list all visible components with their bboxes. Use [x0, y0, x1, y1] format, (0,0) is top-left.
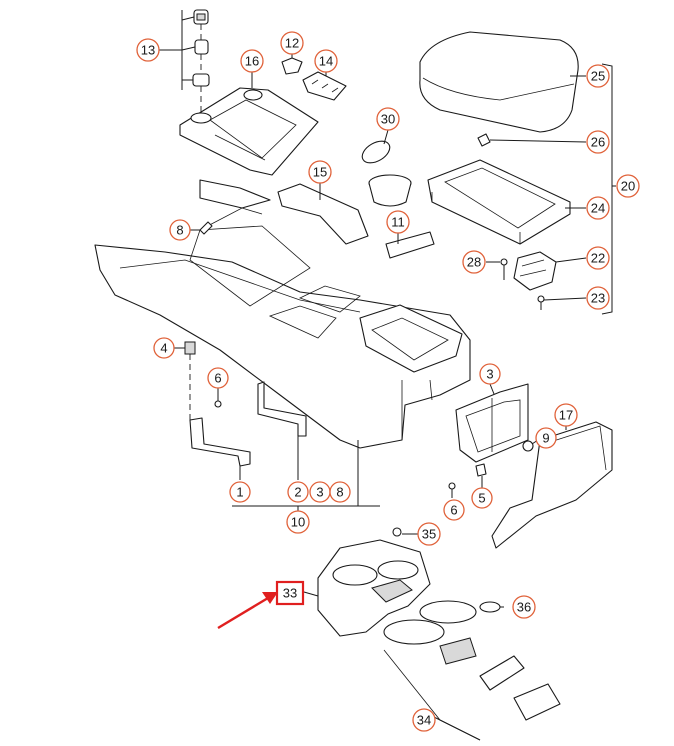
callout-label: 25	[591, 69, 605, 84]
callout-33-highlighted: 33	[275, 580, 305, 606]
callout-9: 9	[535, 427, 557, 449]
part-14-switch-block	[302, 71, 347, 101]
callout-25: 25	[586, 64, 610, 88]
callout-11: 11	[386, 210, 410, 234]
callout-label: 6	[214, 371, 221, 386]
callout-label: 24	[591, 201, 605, 216]
part-30-cup-insert	[361, 140, 412, 207]
callout-1: 1	[229, 481, 251, 503]
callout-12: 12	[280, 31, 304, 55]
part-6-screw-right	[448, 482, 456, 490]
callout-label: 13	[141, 43, 155, 58]
part-33-cupholder-trim	[317, 527, 431, 637]
callout-label: 6	[450, 503, 457, 518]
callout-34: 34	[412, 708, 436, 732]
callout-label: 10	[291, 515, 305, 530]
red-arrow-icon	[217, 592, 278, 630]
callout-13: 13	[136, 38, 160, 62]
console-body	[94, 179, 471, 449]
callout-30: 30	[376, 107, 400, 131]
part-16-trim-frame	[179, 87, 319, 176]
callout-label: 20	[621, 179, 635, 194]
callout-17: 17	[554, 403, 578, 427]
callout-label: 34	[417, 713, 431, 728]
callout-label: 8	[336, 485, 343, 500]
callout-35: 35	[417, 522, 441, 546]
part-9-nut	[522, 440, 534, 452]
callout-20: 20	[616, 174, 640, 198]
callout-6-left: 6	[207, 367, 229, 389]
callout-24: 24	[586, 196, 610, 220]
callout-label: 3	[316, 485, 323, 500]
callout-label: 15	[313, 165, 327, 180]
callout-label: 26	[591, 135, 605, 150]
part-13-plugs	[192, 9, 210, 112]
callout-label: 17	[559, 408, 573, 423]
callout-5: 5	[471, 487, 493, 509]
callout-label: 28	[467, 255, 481, 270]
part-28-screw	[500, 258, 508, 280]
part-25-armrest-cushion	[419, 31, 579, 133]
callout-label: 9	[542, 431, 549, 446]
callout-4: 4	[153, 337, 175, 359]
callout-label: 3	[486, 367, 493, 382]
callout-3-right: 3	[479, 363, 501, 385]
callout-16: 16	[240, 49, 264, 73]
callout-label: 16	[245, 54, 259, 69]
callout-8-bottom: 8	[329, 481, 351, 503]
part-2-bracket	[257, 381, 307, 437]
callout-label: 23	[591, 291, 605, 306]
callout-label: 30	[381, 112, 395, 127]
callout-14: 14	[314, 49, 338, 73]
callout-label: 35	[422, 527, 436, 542]
callout-15: 15	[308, 160, 332, 184]
part-4-clip	[184, 341, 196, 420]
callout-26: 26	[586, 130, 610, 154]
callout-label: 22	[591, 251, 605, 266]
part-8-clip	[199, 221, 213, 235]
callout-3-left: 3	[309, 481, 331, 503]
callout-8-top: 8	[169, 219, 191, 241]
callout-label: 5	[478, 491, 485, 506]
callout-label: 1	[236, 485, 243, 500]
part-12-switch	[281, 57, 303, 75]
callout-36: 36	[512, 595, 536, 619]
callout-28: 28	[462, 250, 486, 274]
callout-label: 2	[294, 485, 301, 500]
callout-label: 4	[160, 341, 167, 356]
callout-label: 33	[283, 586, 297, 601]
callout-6-right: 6	[443, 499, 465, 521]
part-1-bracket	[189, 400, 251, 467]
part-23-screw	[537, 295, 545, 310]
callout-label: 12	[285, 36, 299, 51]
callout-10: 10	[286, 510, 310, 534]
part-24-storage-box	[427, 159, 571, 245]
callout-2: 2	[287, 481, 309, 503]
callout-label: 11	[391, 215, 405, 230]
part-5-clip	[475, 463, 487, 477]
part-34-cupholder-assy	[383, 600, 561, 741]
callout-label: 8	[176, 223, 183, 238]
part-3-frame	[455, 383, 529, 463]
part-11-bar	[385, 231, 435, 259]
part-15-cover	[277, 183, 369, 245]
callout-23: 23	[586, 286, 610, 310]
part-17-side-panel	[491, 421, 613, 549]
leader-lines	[159, 10, 616, 741]
callout-label: 14	[319, 54, 333, 69]
part-26-clip	[477, 133, 491, 147]
callout-22: 22	[586, 246, 610, 270]
part-22-bracket	[513, 251, 557, 291]
callout-label: 36	[517, 600, 531, 615]
